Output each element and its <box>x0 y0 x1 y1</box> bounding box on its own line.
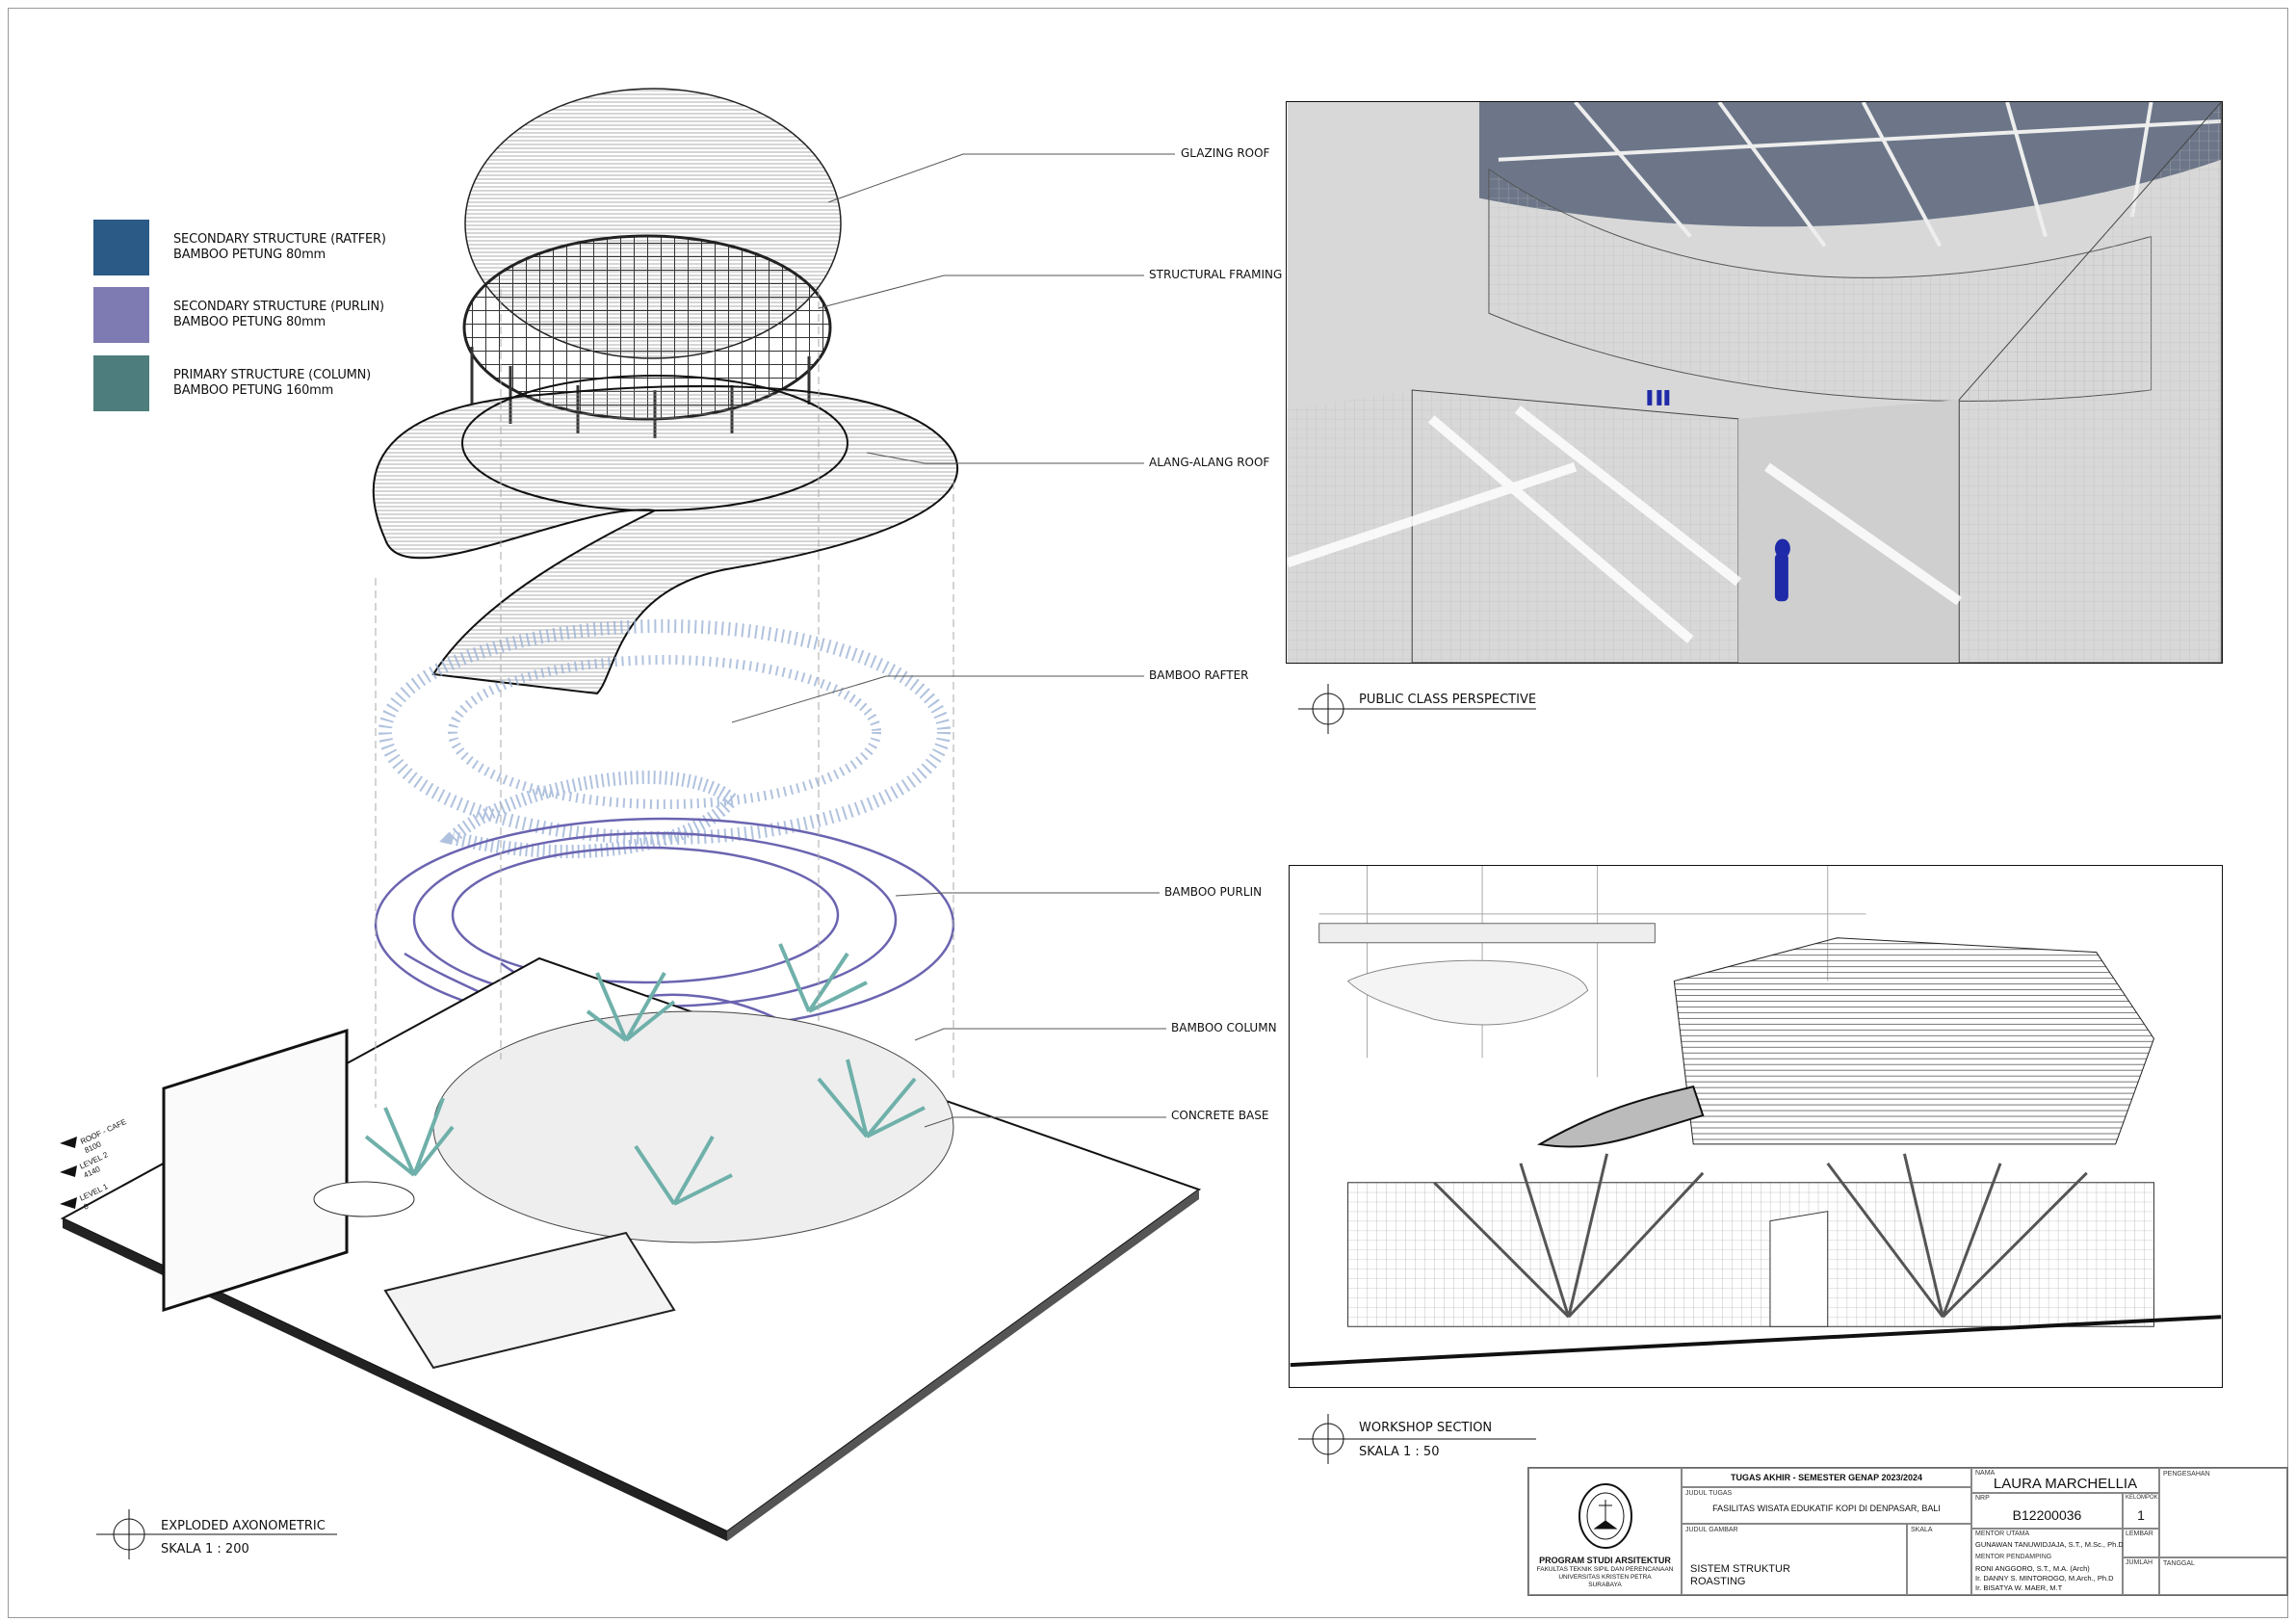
city: SURABAYA <box>1588 1582 1622 1588</box>
level-markers <box>60 1137 77 1209</box>
skala-label: SKALA <box>1911 1527 1933 1533</box>
bamboo-rafter <box>378 619 951 859</box>
legend-spec: BAMBOO PETUNG 80mm <box>173 248 326 262</box>
nama-cell: NAMA LAURA MARCHELLIA <box>1971 1468 2159 1493</box>
perspective-section-symbol <box>1298 684 1536 734</box>
kelompok-label: KELOMPOK <box>2126 1495 2158 1501</box>
mentor-cell: MENTOR UTAMA GUNAWAN TANUWIDJAJA, S.T., … <box>1971 1529 2124 1595</box>
axo-section-symbol <box>96 1509 337 1559</box>
perspective-title: PUBLIC CLASS PERSPECTIVE <box>1359 693 1537 707</box>
leader-lines <box>731 153 1175 1128</box>
legend-spec: BAMBOO PETUNG 80mm <box>173 315 326 329</box>
university-seal-logo <box>1578 1483 1632 1549</box>
judul-tugas: FASILITAS WISATA EDUKATIF KOPI DI DENPAS… <box>1712 1504 1941 1513</box>
title-block: PROGRAM STUDI ARSITEKTUR FAKULTAS TEKNIK… <box>1527 1467 2288 1596</box>
public-class-perspective-render <box>1286 101 2223 664</box>
mentor-pendamping-label: MENTOR PENDAMPING <box>1975 1554 2052 1560</box>
program-name: PROGRAM STUDI ARSITEKTUR <box>1539 1556 1671 1565</box>
mentor-pendamping: Ir. DANNY S. MINTOROGO, M.Arch., Ph.D <box>1975 1574 2114 1583</box>
jumlah-label: JUMLAH <box>2126 1559 2153 1566</box>
section-scale: SKALA 1 : 50 <box>1359 1445 1440 1459</box>
nrp-cell: NRP B12200036 <box>1971 1493 2123 1529</box>
skala-cell: SKALA <box>1907 1524 1971 1595</box>
label-structural-framing: STRUCTURAL FRAMING <box>1149 268 1283 281</box>
judul-gambar-line1: SISTEM STRUKTUR <box>1690 1563 1790 1575</box>
label-bamboo-rafter: BAMBOO RAFTER <box>1149 668 1249 682</box>
lembar-cell: LEMBAR <box>2123 1529 2159 1557</box>
header-cell: TUGAS AKHIR - SEMESTER GENAP 2023/2024 <box>1682 1468 1971 1487</box>
judul-tugas-label: JUDUL TUGAS <box>1685 1490 1733 1497</box>
pengesahan-cell: PENGESAHAN <box>2159 1468 2287 1557</box>
kelompok-cell: KELOMPOK 1 <box>2123 1493 2159 1529</box>
legend-swatch-column <box>93 355 149 411</box>
mentor-utama-label: MENTOR UTAMA <box>1975 1530 2030 1537</box>
concrete-base <box>60 956 1202 1541</box>
legend-title: SECONDARY STRUCTURE (PURLIN) <box>173 300 384 314</box>
label-glazing-roof: GLAZING ROOF <box>1181 146 1270 160</box>
legend-swatch-purlin <box>93 287 149 343</box>
judul-gambar-label: JUDUL GAMBAR <box>1685 1527 1738 1533</box>
judul-gambar-cell: JUDUL GAMBAR SISTEM STRUKTUR ROASTING <box>1682 1524 1907 1595</box>
legend-item-rafter: SECONDARY STRUCTURE (RATFER)BAMBOO PETUN… <box>173 232 386 263</box>
tanggal-label: TANGGAL <box>2163 1560 2195 1567</box>
legend-title: PRIMARY STRUCTURE (COLUMN) <box>173 368 372 382</box>
faculty-name: FAKULTAS TEKNIK SIPIL DAN PERENCANAAN <box>1536 1566 1674 1573</box>
pengesahan-label: PENGESAHAN <box>2163 1471 2210 1478</box>
nrp-value: B12200036 <box>2012 1507 2082 1523</box>
legend-swatch-rafter <box>93 220 149 275</box>
label-alang-alang-roof: ALANG-ALANG ROOF <box>1149 456 1270 469</box>
alang-alang-roof <box>372 384 959 695</box>
workshop-section-render <box>1289 865 2223 1388</box>
label-bamboo-column: BAMBOO COLUMN <box>1171 1021 1277 1034</box>
student-name: LAURA MARCHELLIA <box>1993 1476 2138 1492</box>
legend-item-column: PRIMARY STRUCTURE (COLUMN)BAMBOO PETUNG … <box>173 368 371 399</box>
section-title: WORKSHOP SECTION <box>1359 1421 1493 1435</box>
jumlah-cell: JUMLAH <box>2123 1557 2159 1595</box>
legend-item-purlin: SECONDARY STRUCTURE (PURLIN)BAMBOO PETUN… <box>173 300 384 330</box>
judul-tugas-cell: JUDUL TUGAS FASILITAS WISATA EDUKATIF KO… <box>1682 1487 1971 1524</box>
tugas-akhir-header: TUGAS AKHIR - SEMESTER GENAP 2023/2024 <box>1730 1473 1923 1482</box>
mentor-pendamping: RONI ANGGORO, S.T., M.A. (Arch) <box>1975 1564 2090 1573</box>
university-name: UNIVERSITAS KRISTEN PETRA <box>1558 1574 1652 1581</box>
kelompok-value: 1 <box>2137 1507 2145 1523</box>
exploded-axonometric-drawing <box>60 88 1202 1559</box>
axo-scale: SKALA 1 : 200 <box>161 1542 249 1557</box>
nrp-label: NRP <box>1975 1495 1990 1502</box>
mentor-pendamping: Ir. BISATYA W. MAER, M.T <box>1975 1583 2063 1592</box>
label-bamboo-purlin: BAMBOO PURLIN <box>1164 885 1263 899</box>
sheet-border <box>8 8 2288 1618</box>
logo-cell: PROGRAM STUDI ARSITEKTUR FAKULTAS TEKNIK… <box>1528 1468 1682 1595</box>
judul-gambar-line2: ROASTING <box>1690 1576 1746 1587</box>
legend-title: SECONDARY STRUCTURE (RATFER) <box>173 232 386 247</box>
tanggal-cell: TANGGAL <box>2159 1557 2287 1595</box>
label-concrete-base: CONCRETE BASE <box>1171 1109 1269 1122</box>
axo-title: EXPLODED AXONOMETRIC <box>161 1519 326 1533</box>
section-section-symbol <box>1298 1414 1536 1464</box>
lembar-label: LEMBAR <box>2126 1530 2153 1537</box>
legend-spec: BAMBOO PETUNG 160mm <box>173 383 334 398</box>
mentor-utama: GUNAWAN TANUWIDJAJA, S.T., M.Sc., Ph.D <box>1975 1540 2124 1549</box>
bamboo-column <box>364 943 926 1206</box>
nama-label: NAMA <box>1975 1470 1996 1477</box>
